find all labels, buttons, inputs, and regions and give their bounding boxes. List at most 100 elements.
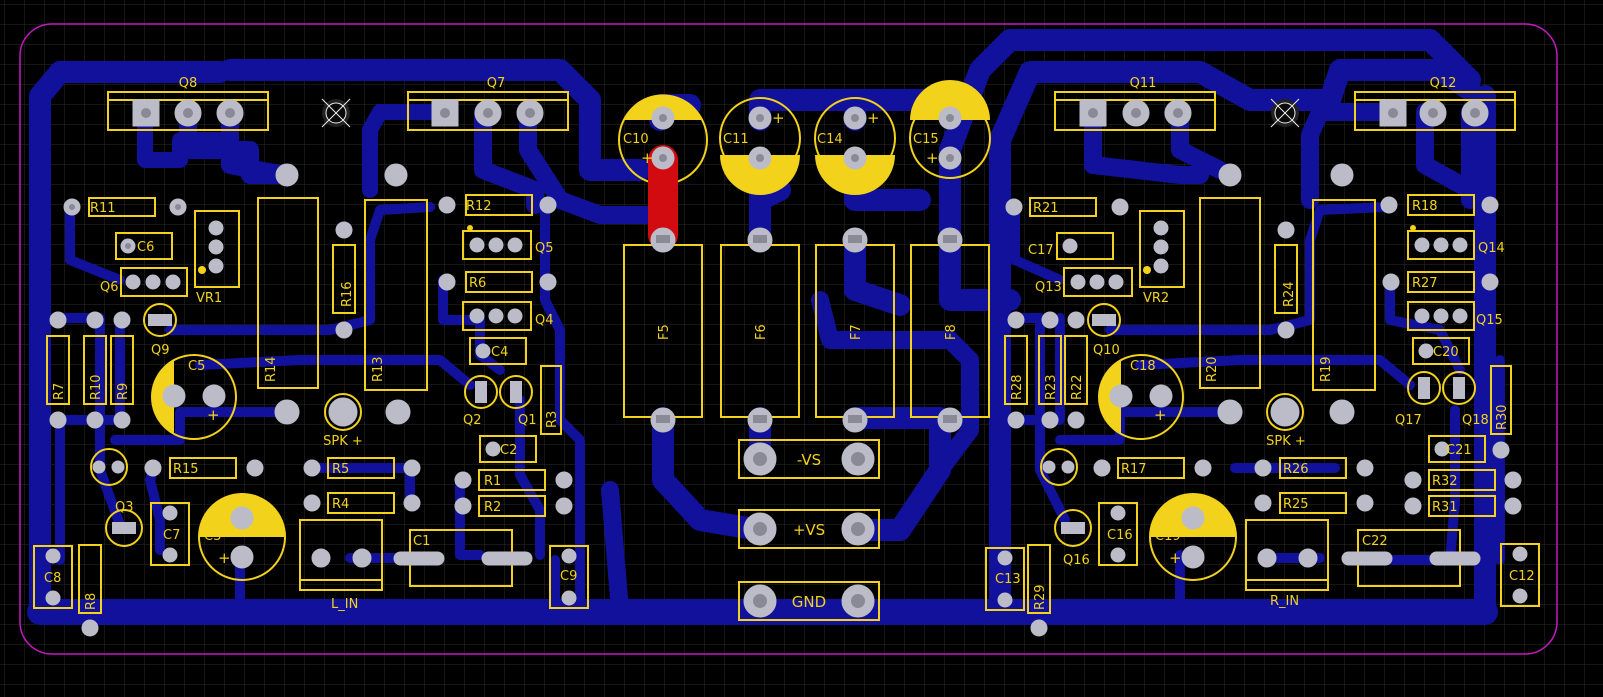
capacitor-c15[interactable]: C15 +: [909, 80, 991, 179]
fuse-f5[interactable]: F5: [623, 227, 703, 433]
terminal-neg-vs[interactable]: -VS: [738, 439, 880, 479]
capacitor-c13[interactable]: C13: [985, 547, 1025, 611]
resistor-r5[interactable]: R5: [303, 457, 421, 479]
resistor-r26[interactable]: R26: [1254, 457, 1374, 479]
label-q8: Q8: [179, 76, 198, 91]
transistor-q7[interactable]: Q7: [407, 76, 569, 131]
transistor-q16-pair[interactable]: Q16: [1040, 448, 1092, 568]
capacitor-c4[interactable]: C4: [469, 337, 527, 365]
resistor-r29[interactable]: R29: [1027, 544, 1051, 637]
transistor-q1[interactable]: Q1: [499, 375, 537, 428]
capacitor-c2[interactable]: C2: [479, 435, 537, 463]
speaker-output-left[interactable]: SPK +: [274, 393, 411, 449]
fuse-f7[interactable]: F7: [815, 227, 895, 433]
resistor-r24[interactable]: R24: [1274, 221, 1298, 339]
capacitor-c21[interactable]: C21: [1428, 435, 1486, 463]
resistor-r11[interactable]: R11: [63, 197, 187, 217]
transistor-q10[interactable]: Q10: [1087, 303, 1121, 358]
resistor-r6[interactable]: R6: [438, 271, 557, 293]
label-r20: R20: [1205, 356, 1220, 382]
terminal-pos-vs[interactable]: +VS: [738, 509, 880, 549]
connector-r-in[interactable]: R_IN: [1245, 519, 1329, 609]
label-r12: R12: [466, 199, 492, 214]
polarity-plus: +: [1154, 406, 1167, 424]
transistor-q2[interactable]: Q2: [463, 375, 498, 428]
resistor-r18[interactable]: R18: [1380, 194, 1499, 216]
capacitor-c12[interactable]: C12: [1500, 543, 1540, 607]
resistor-r7[interactable]: R7: [46, 311, 70, 429]
capacitor-c1[interactable]: C1: [393, 529, 533, 587]
capacitor-c22[interactable]: C22: [1341, 529, 1481, 587]
transistor-q9[interactable]: Q9: [143, 303, 177, 358]
capacitor-c9[interactable]: C9: [549, 545, 589, 609]
resistor-r15[interactable]: R15: [144, 457, 264, 479]
label-q14: Q14: [1478, 241, 1505, 256]
capacitor-c17[interactable]: C17: [1028, 232, 1114, 260]
resistor-r16[interactable]: R16: [332, 221, 356, 339]
capacitor-c20[interactable]: C20: [1412, 337, 1470, 365]
resistor-r4[interactable]: R4: [303, 492, 421, 514]
capacitor-c18[interactable]: C18 +: [1098, 354, 1184, 440]
transistor-q17[interactable]: Q17: [1395, 371, 1441, 428]
resistor-r21[interactable]: R21: [1005, 197, 1129, 217]
label-c18: C18: [1130, 359, 1156, 374]
capacitor-c7[interactable]: C7: [150, 502, 190, 566]
transistor-q6[interactable]: Q6: [100, 267, 188, 297]
fuse-f8[interactable]: F8: [910, 227, 990, 433]
transistor-q12[interactable]: Q12: [1354, 76, 1516, 131]
trimmer-vr2[interactable]: VR2: [1139, 210, 1185, 306]
resistor-r9[interactable]: R9: [110, 311, 134, 429]
label-q5: Q5: [535, 241, 554, 256]
resistor-r2[interactable]: R2: [454, 495, 573, 517]
resistor-r8[interactable]: R8: [78, 544, 102, 637]
capacitor-c14[interactable]: C14 +: [814, 97, 896, 195]
resistor-r14[interactable]: R14: [257, 197, 319, 389]
resistor-r3[interactable]: R3: [540, 365, 562, 435]
capacitor-c5[interactable]: C5 +: [151, 354, 237, 440]
capacitor-c19[interactable]: C19 +: [1149, 493, 1237, 581]
capacitor-c6[interactable]: C6: [115, 232, 173, 260]
resistor-r20[interactable]: R20: [1199, 197, 1261, 389]
connector-l-in[interactable]: L_IN: [299, 519, 383, 612]
resistor-r22[interactable]: R22: [1064, 311, 1088, 429]
terminal-gnd[interactable]: GND: [738, 581, 880, 621]
capacitor-c16[interactable]: C16: [1098, 502, 1138, 566]
resistor-r25[interactable]: R25: [1254, 492, 1374, 514]
transistor-q13[interactable]: Q13: [1035, 267, 1133, 297]
transistor-q11[interactable]: Q11: [1054, 76, 1216, 131]
label-q16: Q16: [1063, 553, 1090, 568]
resistor-r31[interactable]: R31: [1404, 495, 1522, 517]
resistor-r10[interactable]: R10: [83, 311, 107, 429]
resistor-r12[interactable]: R12: [438, 194, 557, 216]
resistor-r23[interactable]: R23: [1038, 311, 1062, 429]
label-r32: R32: [1432, 474, 1458, 489]
label-q11: Q11: [1130, 76, 1157, 91]
capacitor-c3[interactable]: C3 +: [198, 493, 286, 581]
label-c11: C11: [723, 132, 749, 147]
capacitor-c10[interactable]: C10 +: [618, 94, 708, 250]
capacitor-c8[interactable]: C8: [33, 545, 73, 609]
resistor-r1[interactable]: R1: [454, 469, 573, 491]
transistor-q5[interactable]: Q5: [462, 225, 554, 260]
transistor-q8[interactable]: Q8: [107, 76, 269, 131]
transistor-q18[interactable]: Q18: [1442, 371, 1489, 428]
label-r25: R25: [1283, 497, 1309, 512]
capacitor-c11[interactable]: C11 +: [719, 97, 801, 195]
resistor-r13[interactable]: R13: [364, 199, 428, 391]
resistor-r17[interactable]: R17: [1093, 457, 1212, 479]
resistor-r30[interactable]: R30: [1490, 365, 1512, 459]
label-r21: R21: [1033, 201, 1059, 216]
speaker-output-right[interactable]: SPK +: [1217, 393, 1355, 449]
transistor-q4[interactable]: Q4: [462, 301, 554, 331]
trimmer-vr1[interactable]: VR1: [194, 210, 240, 306]
transistor-q15[interactable]: Q15: [1407, 301, 1503, 331]
polarity-plus: +: [207, 406, 220, 424]
resistor-r32[interactable]: R32: [1404, 469, 1522, 491]
transistor-q14[interactable]: Q14: [1407, 225, 1505, 260]
transistor-q3[interactable]: Q3: [90, 448, 143, 547]
resistor-r28[interactable]: R28: [1004, 311, 1028, 429]
resistor-r19[interactable]: R19: [1312, 199, 1376, 391]
fuse-f6[interactable]: F6: [720, 227, 800, 433]
resistor-r27[interactable]: R27: [1382, 271, 1499, 293]
